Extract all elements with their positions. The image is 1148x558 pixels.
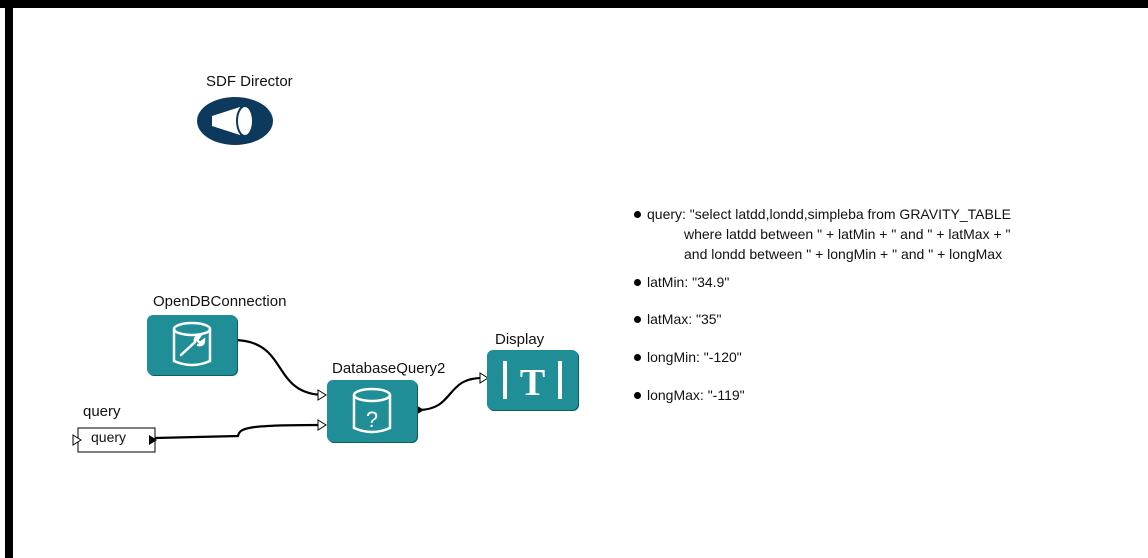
parameter-text: latMin: "34.9" [647,274,730,290]
question-database-icon: ? [352,387,392,434]
input-port-query-1 [317,389,327,401]
wire-opendb-to-query [232,338,326,397]
opendb-actor[interactable] [147,315,237,375]
dbquery-actor[interactable]: ? [327,380,417,442]
director-icon[interactable] [196,96,274,146]
bullet-icon [634,354,641,361]
opendb-label: OpenDBConnection [153,293,287,310]
dbquery-label: DatabaseQuery2 [332,360,446,377]
parameter-text: latMax: "35" [647,311,722,327]
parameter-query[interactable]: query: "select latdd,londd,simpleba from… [634,204,1011,264]
parameter-list: query: "select latdd,londd,simpleba from… [634,204,1011,405]
parameter-latmin[interactable]: latMin: "34.9" [634,272,1011,292]
query-port-label: query [83,403,121,420]
parameter-latmax[interactable]: latMax: "35" [634,309,1011,329]
canvas-border-left [5,0,13,558]
bullet-icon [634,392,641,399]
parameter-text: query: "select latdd,londd,simpleba from… [647,206,1011,222]
input-port-display [479,372,489,384]
wire-queryport-to-query [154,423,321,440]
query-port-box-text: query [91,429,127,445]
parameter-longmin[interactable]: longMin: "-120" [634,347,1011,367]
input-port-query-2 [317,419,327,431]
query-port-actor[interactable] [71,425,161,455]
text-display-icon: T [503,361,562,404]
director-label: SDF Director [206,73,293,90]
output-port-query [416,405,424,415]
wrench-database-icon [172,321,212,367]
svg-text:?: ? [366,407,378,432]
bullet-icon [634,211,641,218]
bullet-icon [634,316,641,323]
display-label: Display [495,331,545,348]
parameter-text: where latdd between " + latMin + " and "… [684,226,1011,242]
parameter-text: longMax: "-119" [647,387,745,403]
display-actor[interactable]: T [487,350,578,410]
bullet-icon [634,279,641,286]
svg-text:T: T [520,362,545,404]
parameter-text: longMin: "-120" [647,349,742,365]
wire-query-to-display [417,376,483,412]
parameter-text: and londd between " + longMin + " and " … [684,246,1003,262]
parameter-longmax[interactable]: longMax: "-119" [634,385,1011,405]
canvas-border-top [0,0,1148,8]
